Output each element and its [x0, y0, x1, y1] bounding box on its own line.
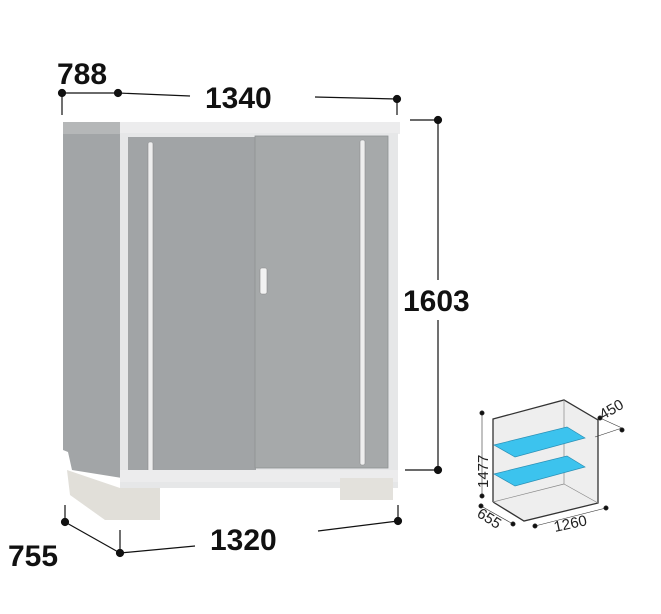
upper-shelf: [493, 426, 586, 458]
right-door-handle[interactable]: [359, 139, 366, 466]
right-foot-block: [340, 478, 393, 500]
left-foot-block: [67, 470, 160, 520]
shed-side-panel: [63, 130, 122, 478]
base-width-label: 1320: [210, 524, 277, 557]
interior-depth-label: 655: [474, 505, 504, 533]
lower-shelf: [493, 455, 586, 487]
base-depth-label: 755: [8, 540, 58, 573]
roof-width-label: 1340: [205, 82, 272, 115]
right-door[interactable]: [254, 135, 389, 469]
left-door[interactable]: [128, 137, 256, 472]
interior-width-label: 1260: [552, 512, 588, 536]
shed-roof-side: [63, 122, 120, 134]
interior-box: [493, 400, 598, 521]
height-label: 1603: [403, 285, 470, 318]
left-door-handle[interactable]: [147, 141, 154, 473]
storage-shed: [63, 122, 400, 520]
shed-roof-cap: [63, 122, 400, 134]
shed-dimension-lines: [57, 88, 443, 558]
interior-height-label: 1477: [475, 455, 492, 488]
roof-depth-label: 788: [57, 58, 107, 91]
door-lock-latch[interactable]: [259, 267, 268, 295]
interior-inset: 1477 450 655 1260: [474, 396, 627, 536]
shed-bottom-rail: [120, 470, 398, 482]
